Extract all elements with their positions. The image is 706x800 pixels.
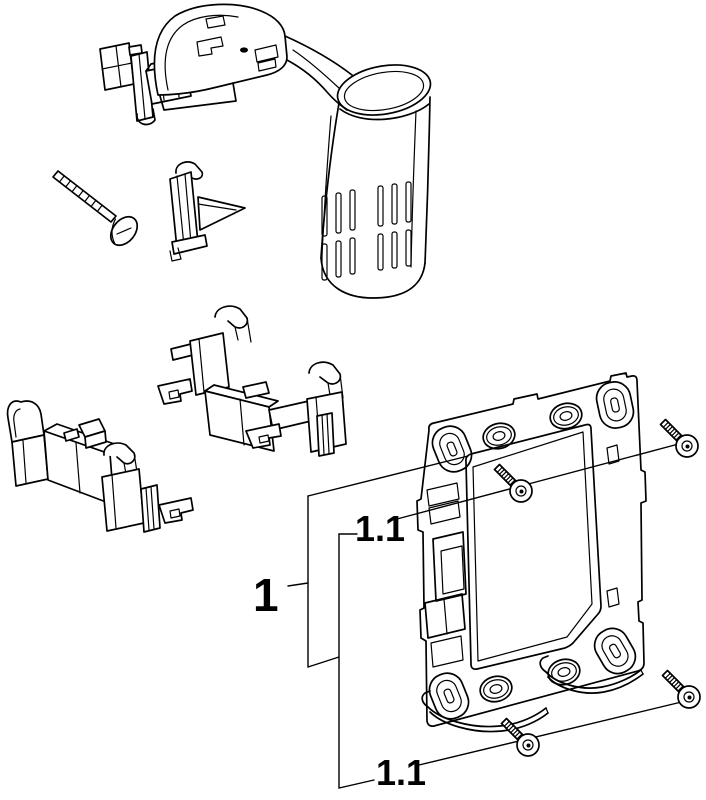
label-group-1: 1: [253, 569, 279, 621]
part-long-slotted-screw: [52, 170, 139, 247]
part-latch-clamp-left: [6, 400, 194, 533]
mounting-screw-bottom-left: [500, 717, 540, 757]
part-latch-clamp-right: [157, 305, 347, 457]
label-sub-1-1-bottom: 1.1: [376, 752, 426, 793]
mounting-screw-top-right: [659, 418, 699, 458]
label-sub-1-1-top: 1.1: [355, 508, 405, 549]
cup-vent-slots: [321, 181, 412, 281]
callout-lines: [287, 441, 695, 789]
part-corner-bracket: [169, 161, 246, 262]
part-mounting-plate: [416, 372, 647, 733]
mounting-screw-bottom-right: [661, 669, 701, 709]
spring-wire-clip-left: [421, 690, 549, 733]
spring-wire-clip-right: [539, 655, 644, 694]
part-bracket-arm-with-cup: [99, 3, 432, 299]
